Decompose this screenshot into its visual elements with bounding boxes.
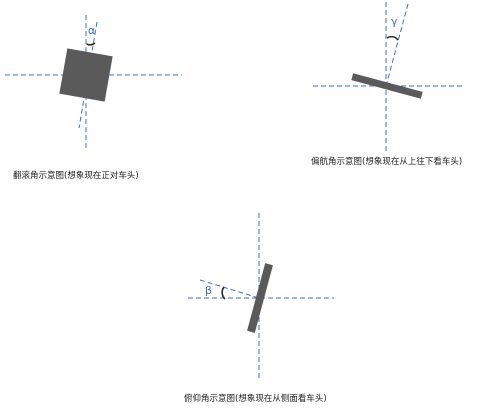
pitch-tilted-axis — [199, 279, 260, 299]
roll-angle-symbol: α — [88, 24, 95, 37]
yaw-tilted-axis — [385, 3, 409, 87]
yaw-angle-symbol: γ — [391, 15, 398, 28]
yaw-caption: 偏航角示意图(想象现在从上往下看车头) — [311, 156, 462, 167]
pitch-angle-arc — [221, 286, 226, 300]
roll-vehicle-body — [59, 48, 113, 102]
yaw-panel: γ 偏航角示意图(想象现在从上往下看车头) — [311, 2, 465, 167]
roll-angle-arc — [86, 42, 96, 46]
pitch-caption: 俯仰角示意图(想象现在从侧面看车头) — [184, 393, 327, 404]
roll-tilted-axis — [78, 21, 98, 129]
yaw-vehicle-body — [351, 73, 423, 99]
yaw-angle-arc — [386, 35, 399, 41]
pitch-vehicle-body — [247, 263, 273, 333]
pitch-panel: β 俯仰角示意图(想象现在从侧面看车头) — [184, 213, 334, 404]
pitch-angle-symbol: β — [205, 284, 212, 297]
roll-caption: 翻滚角示意图(想象现在正对车头) — [13, 170, 139, 181]
roll-panel: α 翻滚角示意图(想象现在正对车头) — [5, 15, 182, 181]
